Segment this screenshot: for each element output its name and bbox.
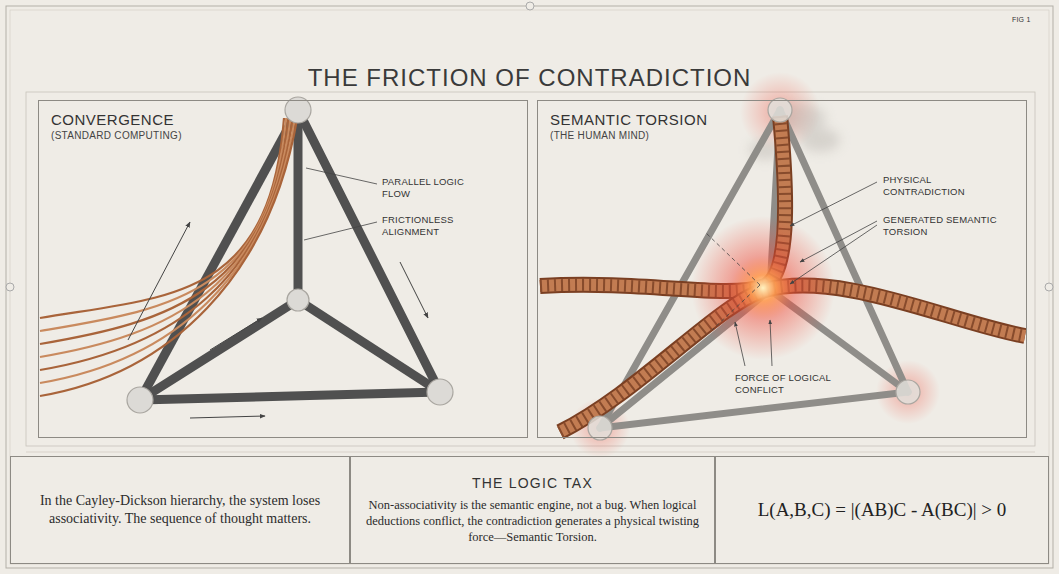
art-line [210,318,262,350]
art-line [306,168,377,184]
art-line [140,392,440,400]
flow-arrows [128,222,428,418]
art-line [304,222,377,240]
logic-tax-box: THE LOGIC TAX Non-associativity is the se… [350,456,715,564]
art-line [705,232,760,285]
node-text: (STANDARD COMPUTING) [51,129,515,142]
art-rect [10,10,1049,564]
art-line [770,320,772,366]
art-line [128,222,190,340]
node-text: Non-associativity is the semantic engine… [365,497,700,545]
art-circle [1045,283,1053,291]
art-line [400,262,428,318]
copper-wire [40,118,286,331]
node-heading: L(A,B,C) = |(AB)C - A(BC)| > 0 [758,499,1007,521]
art-line [298,110,440,392]
copper-wire [40,118,288,344]
callout-label: PHYSICAL CONTRADICTION [883,174,998,198]
art-line [140,300,298,400]
art-circle [768,98,792,122]
art-line [600,392,908,428]
copper-wire [40,118,297,396]
art-circle [427,379,453,405]
art-line [140,110,298,400]
copper-wire [40,118,291,357]
joints [127,97,453,413]
torsion-glow [691,216,835,360]
art-circle [896,380,920,404]
art-circle [127,387,153,413]
callout-label: FORCE OF LOGICAL CONFLICT [735,372,847,396]
art-line [298,300,440,392]
node-heading: CONVERGENCE [51,111,515,129]
art-line [712,285,760,330]
art-rect [26,92,1035,446]
art-circle [287,289,309,311]
joints [588,98,920,440]
copper-wires [40,118,297,396]
callout-label: GENERATED SEMANTIC TORSION [883,214,998,238]
note-box: In the Cayley-Dickson hierarchy, the sys… [10,456,350,564]
callout-label: PARALLEL LOGIC FLOW [382,176,472,200]
copper-wire [40,118,284,318]
panel: CONVERGENCE(STANDARD COMPUTING) [38,100,528,438]
title: THE FRICTION OF CONTRADICTION [0,64,1059,92]
node-heading: In the Cayley-Dickson hierarchy, the sys… [25,492,335,528]
force-lines [705,182,877,366]
art-line [790,182,877,226]
art-line [800,221,877,262]
art-line [790,225,877,284]
node-heading: SEMANTIC TORSION [550,111,1014,129]
formula-box: L(A,B,C) = |(AB)C - A(BC)| > 0 [715,456,1049,564]
rule [26,452,1035,453]
art-ellipse [800,128,840,152]
smoke [749,104,840,160]
twisted-ropes [540,116,1025,432]
art-circle [6,283,14,291]
art-line [190,416,265,418]
node-text: (THE HUMAN MIND) [550,129,1014,142]
art-line [735,322,745,366]
art-circle [526,2,534,10]
art-line [294,110,303,300]
node-heading: THE LOGIC TAX [472,475,593,491]
art-circle [588,416,612,440]
figure-number: FIG 1 [1012,14,1046,26]
callout-label: FRICTIONLESS ALIGNMENT [382,214,472,238]
leader-lines [304,168,377,240]
